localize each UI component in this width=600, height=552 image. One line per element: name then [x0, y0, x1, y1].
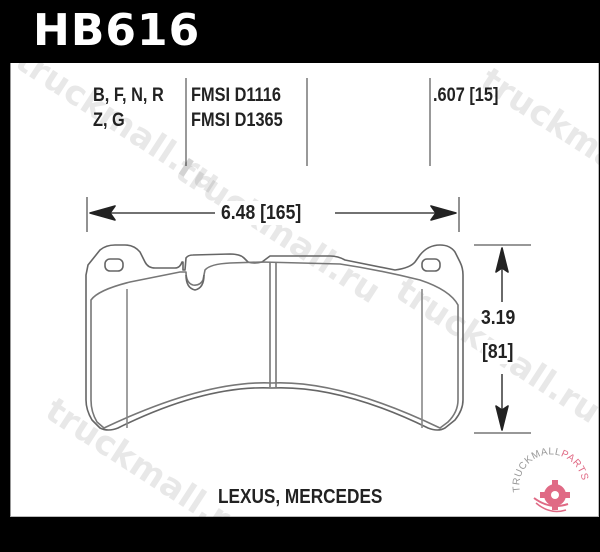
friction-material-outline	[90, 261, 459, 429]
fmsi-code-2: FMSI D1365	[191, 110, 283, 131]
brake-pad-drawing	[85, 197, 531, 434]
mounting-hole-left	[104, 258, 124, 272]
vehicle-applications: LEXUS, MERCEDES	[218, 486, 383, 508]
thickness-spec: .607 [15]	[433, 85, 499, 106]
compound-code-line-2: Z, G	[93, 110, 125, 131]
arrow-left-icon	[89, 205, 116, 221]
width-dimension-label: 6.48 [165]	[221, 201, 302, 225]
spec-divider-3	[429, 78, 431, 166]
spec-divider-2	[306, 78, 308, 166]
backing-plate-outline	[85, 244, 464, 431]
part-number-title: HB616	[33, 5, 201, 56]
truckmall-parts-logo: TRUCKMALLPARTS	[511, 446, 590, 513]
compound-code-line-1: B, F, N, R	[93, 85, 164, 106]
fmsi-code-1: FMSI D1116	[191, 85, 281, 106]
height-dimension-mm: [81]	[482, 340, 514, 364]
arrow-right-icon	[430, 205, 457, 221]
height-dimension-inches: 3.19	[481, 306, 516, 330]
diagram-panel	[10, 63, 599, 517]
header-bar: HB616	[0, 0, 600, 63]
arrow-up-icon	[495, 247, 509, 273]
arrow-down-icon	[495, 405, 509, 431]
sensor-notch	[185, 274, 205, 291]
spec-divider-1	[185, 78, 187, 166]
mounting-hole-right	[421, 258, 441, 272]
gear-icon	[540, 480, 570, 510]
